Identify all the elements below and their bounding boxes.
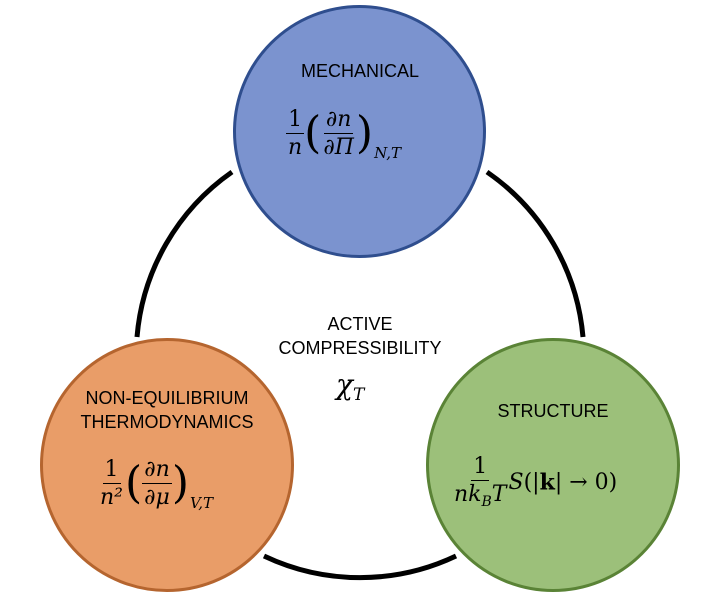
fraction-one-over-n: 1 n [286, 107, 305, 161]
thermodynamics-title-line2: THERMODYNAMICS [80, 412, 254, 432]
structure-title: STRUCTURE [497, 401, 609, 421]
center-symbol: χT [336, 368, 364, 405]
arc-bottom [262, 553, 458, 581]
arc-right [485, 169, 586, 338]
structure-formula: 1 nkBT S(|k| → 0) [454, 454, 618, 511]
fraction-dn-dpi: ∂n ∂Π [323, 107, 354, 161]
chi-subscript: T [352, 385, 365, 405]
fraction-one-over-nkbt: 1 nkBT [454, 454, 507, 511]
fraction-one-over-n-squared: 1 n² [100, 457, 123, 511]
wavevector-k: k [539, 469, 555, 496]
thermodynamics-title-line1: NON-EQUILIBRIUM [85, 388, 249, 408]
mechanical-subscript: N,T [374, 143, 402, 162]
center-title-line2: COMPRESSIBILITY [278, 338, 442, 358]
thermodynamics-formula: 1 n² ( ∂n ∂μ )V,T [100, 457, 214, 512]
structure-node [426, 338, 680, 592]
mechanical-node [233, 5, 486, 258]
chi-symbol: χ [336, 368, 353, 401]
fraction-dn-dmu: ∂n ∂μ [142, 457, 172, 511]
thermodynamics-node [40, 338, 294, 592]
mechanical-formula: 1 n ( ∂n ∂Π )N,T [286, 107, 402, 162]
center-title-line1: ACTIVE [327, 314, 393, 334]
thermodynamics-subscript: V,T [190, 493, 214, 512]
structure-factor-s: S [508, 469, 524, 495]
arc-left [134, 169, 234, 338]
mechanical-title: MECHANICAL [300, 61, 420, 81]
